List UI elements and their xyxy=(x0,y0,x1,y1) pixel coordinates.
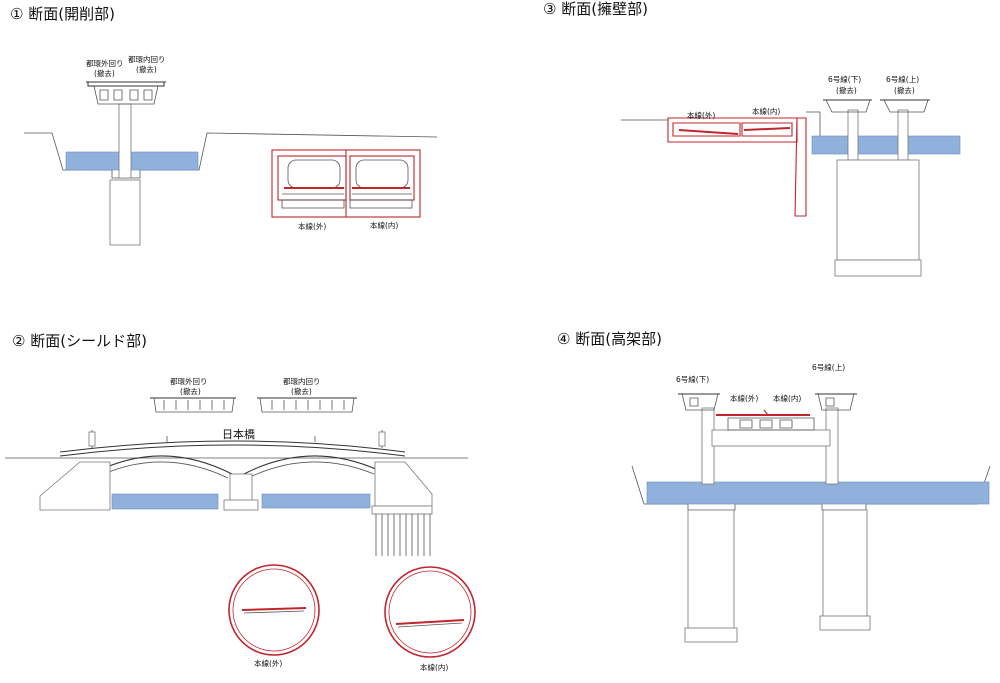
left-abutment xyxy=(39,461,111,511)
label-route6-lower: 6号線(下) xyxy=(676,374,709,384)
shield-tunnel-inner xyxy=(384,566,476,658)
section-cut-and-cover: ① 断面(開削部) 都環外回り (撤去) 都環内回り (撤去) xyxy=(10,5,438,246)
section-1-title: ① 断面(開削部) xyxy=(10,5,115,23)
section-3-title: ③ 断面(擁壁部) xyxy=(543,0,648,18)
elevated-deck-removed xyxy=(150,397,357,413)
pier-column xyxy=(897,109,909,161)
label-main-line-inner: 本線(内) xyxy=(773,393,801,403)
pier-footing xyxy=(684,627,738,643)
river-water xyxy=(646,481,990,505)
elevated-deck-route6 xyxy=(678,393,857,411)
pier-column xyxy=(847,109,859,161)
pier-footing xyxy=(819,615,871,631)
label-toukan-inner: 都環内回り xyxy=(283,376,321,386)
river-water xyxy=(261,493,371,509)
label-toukan-outer: 都環外回り xyxy=(86,58,124,68)
label-route6-upper: 6号線(上) xyxy=(812,362,845,372)
label-main-line-inner: 本線(内) xyxy=(420,662,448,672)
right-abutment xyxy=(374,461,433,507)
label-removed: (撤去) xyxy=(291,386,312,396)
pier-foundation xyxy=(109,179,141,246)
section-elevated: ④ 断面(高架部) 6号線(下) 6号線(上) 本線(外) 本線(内) xyxy=(557,330,991,643)
shield-tunnel-outer xyxy=(228,564,320,656)
label-toukan-outer: 都環外回り xyxy=(170,376,208,386)
label-removed: (撤去) xyxy=(180,386,201,396)
label-toukan-inner: 都環内回り xyxy=(128,54,166,64)
label-removed: (撤去) xyxy=(136,64,157,74)
river-water xyxy=(811,135,961,155)
label-route6-upper: 6号線(上) xyxy=(886,74,919,84)
nihonbashi-bridge xyxy=(39,430,433,556)
section-2-title: ② 断面(シールド部) xyxy=(12,332,147,350)
foundation-piles xyxy=(371,505,433,556)
pier-foundation xyxy=(822,509,868,619)
label-main-line-outer: 本線(外) xyxy=(298,221,326,231)
pier-foundation xyxy=(836,159,920,261)
label-removed: (撤去) xyxy=(836,85,857,95)
label-removed: (撤去) xyxy=(94,68,115,78)
label-route6-lower: 6号線(下) xyxy=(828,74,861,84)
label-nihonbashi: 日本橋 xyxy=(222,427,255,441)
cross-beam xyxy=(711,429,831,447)
section-4-title: ④ 断面(高架部) xyxy=(557,330,662,348)
label-removed: (撤去) xyxy=(894,85,915,95)
pier-footing xyxy=(834,259,922,277)
label-main-line-outer: 本線(外) xyxy=(730,393,758,403)
retaining-wall-tunnel xyxy=(667,117,807,217)
elevated-deck-removed xyxy=(86,81,166,105)
pier-foundation xyxy=(687,509,735,631)
pier-column xyxy=(118,103,132,179)
river-water xyxy=(65,151,199,171)
label-main-line-inner: 本線(内) xyxy=(752,106,780,116)
river-water xyxy=(111,493,219,510)
section-retaining-wall: ③ 断面(擁壁部) 本線(外) 本線(内) 6号線(下) (撤去) 6号線(上)… xyxy=(543,0,961,277)
elevated-deck-route6 xyxy=(823,99,930,113)
label-main-line-outer: 本線(外) xyxy=(687,110,715,120)
central-pier xyxy=(229,473,253,505)
label-main-line-inner: 本線(内) xyxy=(370,220,398,230)
box-culvert-tunnel xyxy=(271,149,421,218)
label-main-line-outer: 本線(外) xyxy=(254,658,282,668)
section-shield-tunnel: ② 断面(シールド部) 都環外回り (撤去) 都環内回り (撤去) xyxy=(5,332,476,672)
